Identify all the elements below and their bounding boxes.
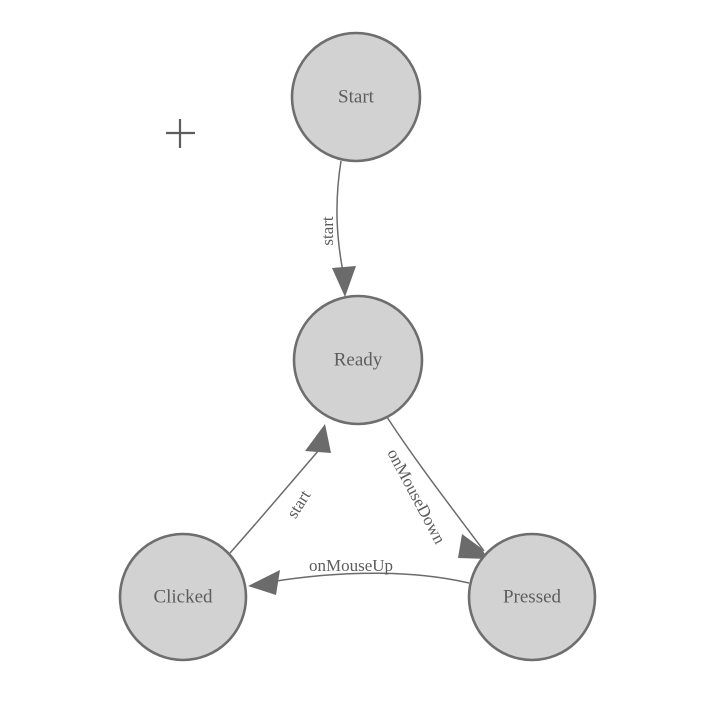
state-node-ready-label: Ready [334, 349, 383, 370]
state-node-pressed[interactable]: Pressed [467, 532, 597, 662]
edge-pressed-to-clicked-label: onMouseUp [309, 556, 393, 575]
state-node-ready-circle[interactable] [292, 294, 424, 426]
edge-clicked-to-ready-arrowhead [305, 424, 331, 453]
edge-ready-to-pressed-line [384, 413, 485, 552]
plus-marker [166, 119, 195, 148]
state-node-clicked[interactable]: Clicked [118, 532, 248, 662]
edge-start-to-ready-label: start [318, 216, 337, 246]
edge-pressed-to-clicked-arrowhead [248, 570, 280, 595]
edge-clicked-to-ready[interactable]: start [229, 424, 331, 554]
edge-pressed-to-clicked[interactable]: onMouseUp [248, 556, 470, 595]
edge-pressed-to-clicked-line [257, 572, 470, 585]
edge-ready-to-pressed-arrowhead [458, 534, 488, 559]
edge-start-to-ready[interactable]: start [318, 160, 356, 297]
state-node-ready[interactable]: Ready [292, 294, 424, 426]
state-node-clicked-circle[interactable] [118, 532, 248, 662]
edge-start-to-ready-line [336, 160, 344, 273]
state-node-pressed-circle[interactable] [467, 532, 597, 662]
edge-clicked-to-ready-label: start [283, 486, 315, 521]
edge-start-to-ready-arrowhead [332, 266, 356, 297]
state-node-clicked-label: Clicked [153, 586, 213, 607]
state-node-start[interactable]: Start [290, 31, 422, 163]
state-node-pressed-label: Pressed [503, 586, 562, 607]
state-node-start-circle[interactable] [290, 31, 422, 163]
edge-ready-to-pressed[interactable]: onMouseDown [383, 413, 488, 559]
edge-clicked-to-ready-line [229, 442, 326, 554]
state-node-start-label: Start [338, 86, 375, 107]
